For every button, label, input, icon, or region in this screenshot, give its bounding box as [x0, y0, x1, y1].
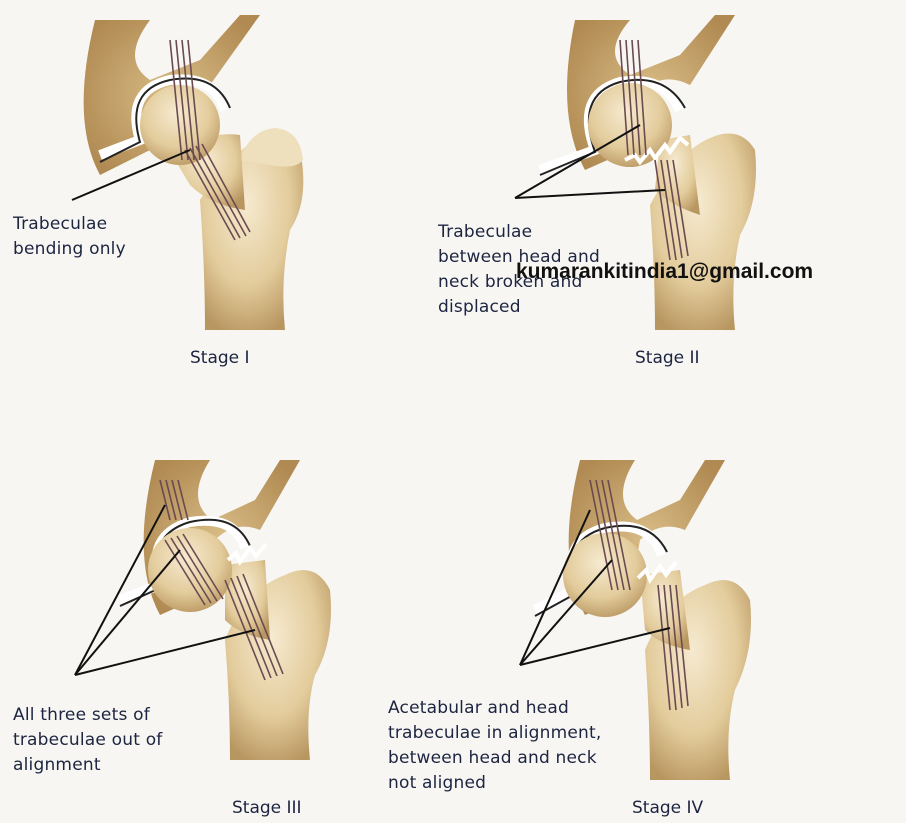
email-watermark: kumarankitindia1@gmail.com — [516, 260, 813, 284]
stage-2-title: Stage II — [635, 348, 700, 368]
stage-4-title: Stage IV — [632, 798, 703, 818]
stage-1-greater-trochanter — [240, 128, 303, 167]
stage-1-femoral-head — [140, 85, 220, 165]
stage-1-illustration — [72, 15, 303, 330]
stage-4-femur-neck — [640, 570, 690, 650]
stage-4-label: Acetabular and head trabeculae in alignm… — [388, 696, 601, 796]
stage-3-label: All three sets of trabeculae out of alig… — [13, 703, 162, 778]
stage-1-label: Trabeculae bending only — [13, 212, 126, 262]
stage-4-femoral-head — [563, 533, 647, 617]
stage-1-title: Stage I — [190, 348, 250, 368]
stage-3-title: Stage III — [232, 798, 302, 818]
